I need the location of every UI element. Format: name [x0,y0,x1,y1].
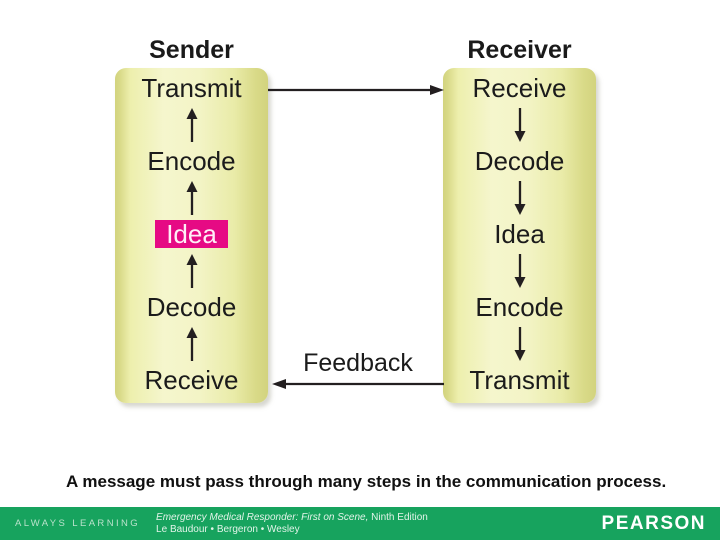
receiver-step-idea: Idea [494,219,545,249]
sender-step-encode: Encode [147,146,236,176]
arrow-down-icon [514,180,525,215]
sender-column-title: Sender [149,36,234,64]
receiver-step-receive: Receive [472,73,567,103]
receiver-step-transmit: Transmit [469,365,570,395]
arrow-up-icon [186,326,197,361]
feedback-label: Feedback [303,349,413,377]
message-flow-arrow-right-icon [268,85,444,95]
sender-step-idea: Idea [155,220,228,248]
sender-step-decode: Decode [146,292,237,322]
always-learning-wordmark: ALWAYS LEARNING [15,518,141,529]
arrow-up-icon [186,107,197,142]
arrow-up-icon [186,253,197,288]
sender-step-transmit: Transmit [141,73,242,103]
book-credit: Emergency Medical Responder: First on Sc… [156,512,428,535]
arrow-down-icon [514,253,525,288]
receiver-panel: Receive Decode Idea Encode Transmit [443,68,596,403]
footer-bar: ALWAYS LEARNING Emergency Medical Respon… [0,507,720,540]
sender-step-receive: Receive [144,365,239,395]
book-title-italic: Emergency Medical Responder: First on Sc… [156,512,369,523]
sender-panel: Transmit Encode Idea Decode Receive [115,68,268,403]
slide-caption: A message must pass through many steps i… [66,472,667,491]
receiver-step-encode: Encode [475,292,564,322]
arrow-up-icon [186,180,197,215]
receiver-step-decode: Decode [474,146,565,176]
book-title-edition: Ninth Edition [368,512,428,523]
arrow-down-icon [514,326,525,361]
book-title-line: Emergency Medical Responder: First on Sc… [156,512,428,524]
feedback-arrow-left-icon [272,379,444,389]
receiver-column-title: Receiver [467,36,572,64]
arrow-down-icon [514,107,525,142]
book-authors: Le Baudour • Bergeron • Wesley [156,523,300,535]
pearson-logo: PEARSON [601,512,706,534]
